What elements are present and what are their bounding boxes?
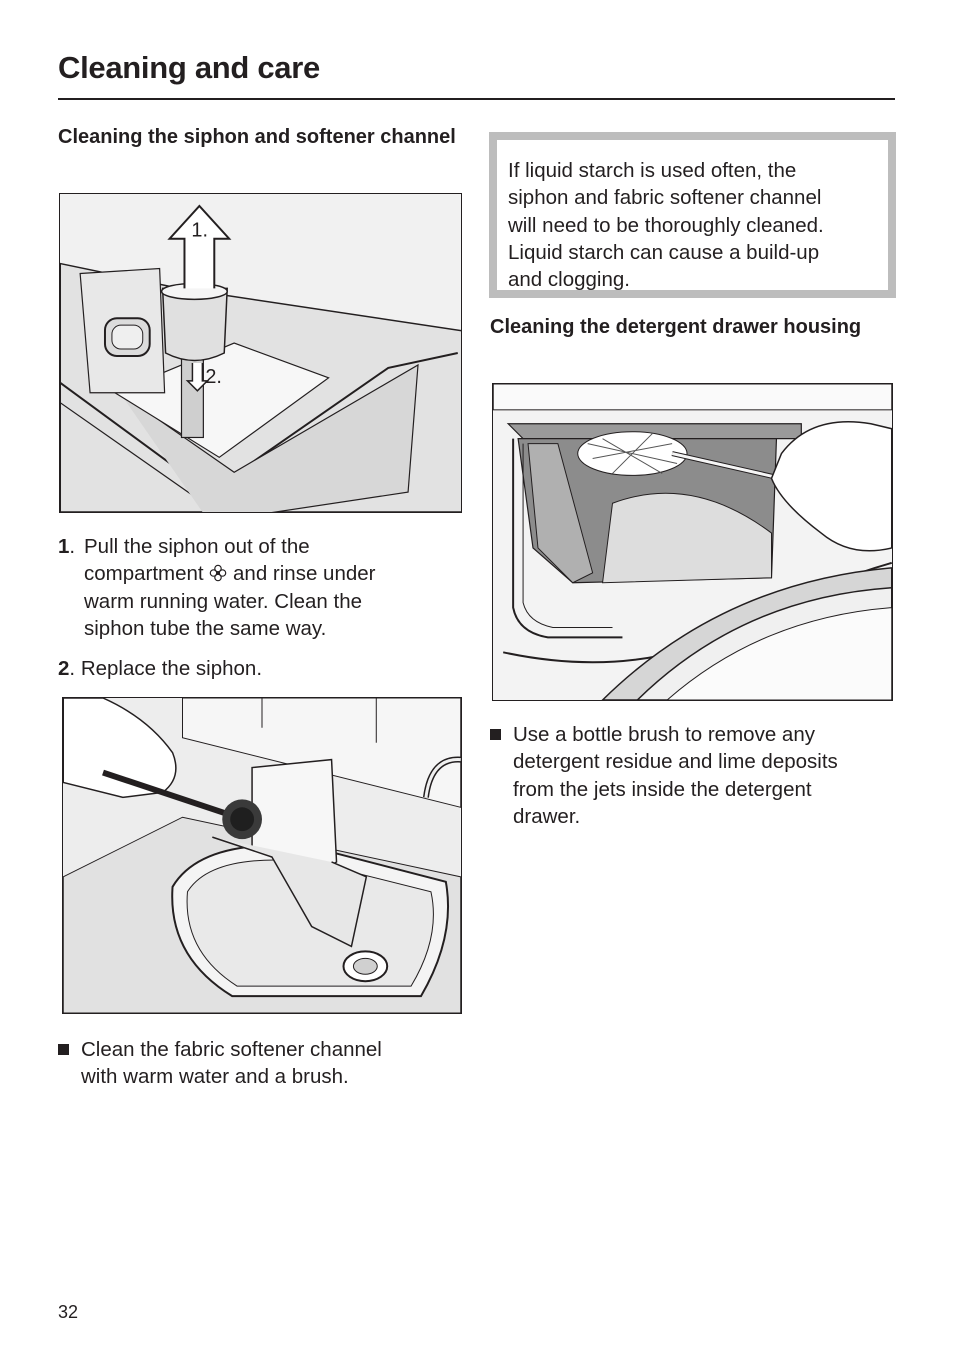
- housing-drawing: [493, 384, 892, 700]
- step-separator: .: [69, 657, 81, 681]
- flower-icon: [209, 562, 227, 582]
- drawer-housing-illustration: [492, 383, 893, 701]
- note-line: Liquid starch can cause a build-up: [508, 240, 820, 264]
- section-heading-siphon: Cleaning the siphon and softener channel: [58, 126, 456, 148]
- step-number: 2: [58, 657, 70, 681]
- note-box: If liquid starch is used often, the siph…: [489, 132, 896, 298]
- title-divider: [58, 98, 895, 100]
- step-text-fragment: compartment: [84, 562, 210, 586]
- page-number: 32: [58, 1302, 79, 1322]
- step-text-fragment: and rinse under: [227, 562, 376, 586]
- step-text-line: siphon tube the same way.: [84, 616, 327, 640]
- bullet-text: Clean the fabric softener channel with w…: [81, 1036, 382, 1091]
- section-heading-housing: Cleaning the detergent drawer housing: [490, 316, 862, 338]
- note-content: If liquid starch is used often, the siph…: [497, 140, 888, 292]
- bullet-softener: Clean the fabric softener channel with w…: [58, 1036, 458, 1091]
- sink-drawing: [63, 698, 461, 1013]
- step-2-label: 2.: [205, 366, 222, 388]
- note-line: will need to be thoroughly cleaned.: [508, 213, 824, 237]
- bullet-text-line: from the jets inside the detergent: [513, 777, 812, 801]
- softener-brush-illustration: [62, 697, 462, 1014]
- step-2: 2. Replace the siphon.: [58, 655, 458, 682]
- step-text: Pull the siphon out of the compartment a…: [84, 533, 375, 642]
- bullet-text-line: Clean the fabric softener channel: [81, 1038, 382, 1061]
- bullet-text-line: Use a bottle brush to remove any: [513, 723, 815, 746]
- bullet-text: Use a bottle brush to remove any deterge…: [513, 721, 838, 830]
- bullet-text-line: with warm water and a brush.: [81, 1065, 349, 1089]
- step-number: 1: [58, 535, 70, 558]
- step-text-line: warm running water. Clean the: [84, 589, 363, 613]
- note-line: siphon and fabric softener channel: [508, 186, 822, 210]
- step-text-line: Pull the siphon out of the: [84, 535, 310, 558]
- note-line: If liquid starch is used often, the: [508, 159, 797, 182]
- bullet-text-line: drawer.: [513, 804, 581, 828]
- siphon-drawing: 1. 2.: [60, 194, 461, 512]
- step-list: 1. Pull the siphon out of the compartmen…: [58, 533, 458, 682]
- bullet-housing: Use a bottle brush to remove any deterge…: [490, 721, 895, 830]
- step-text-line: compartment and rinse under: [84, 560, 375, 587]
- note-line: and clogging.: [508, 268, 630, 292]
- square-bullet-icon: [58, 1044, 69, 1055]
- square-bullet-icon: [490, 729, 501, 740]
- step-1-label: 1.: [191, 220, 208, 242]
- siphon-illustration: 1. 2.: [59, 193, 462, 513]
- step-1: 1. Pull the siphon out of the compartmen…: [58, 533, 458, 642]
- step-text: Replace the siphon.: [80, 657, 263, 681]
- bullet-text-line: detergent residue and lime deposits: [513, 750, 838, 774]
- step-separator: .: [69, 535, 76, 558]
- page-title: Cleaning and care: [58, 50, 320, 85]
